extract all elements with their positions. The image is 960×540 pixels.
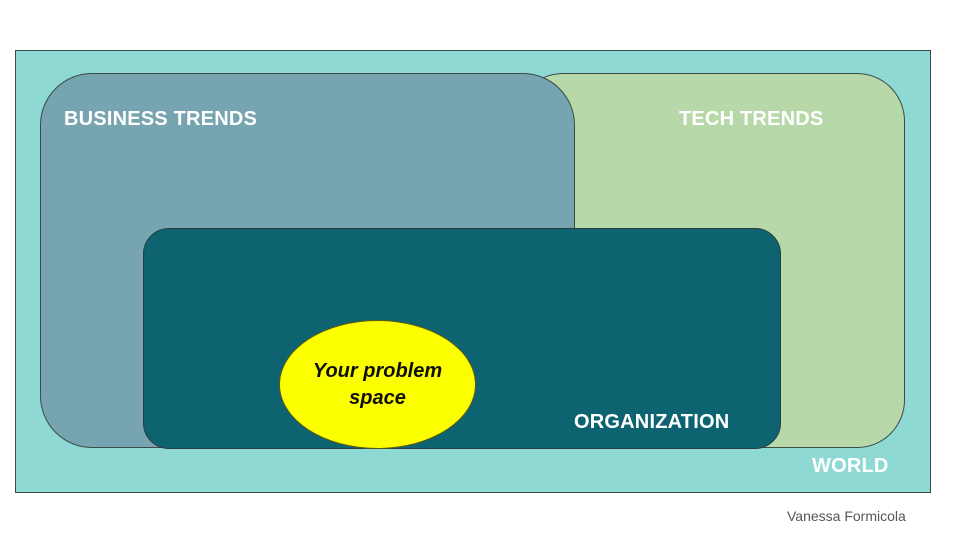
author-credit: Vanessa Formicola: [787, 508, 906, 524]
tech-trends-label: TECH TRENDS: [679, 108, 824, 130]
world-label: WORLD: [812, 455, 889, 477]
business-trends-label: BUSINESS TRENDS: [64, 108, 258, 130]
organization-label: ORGANIZATION: [574, 411, 730, 433]
problem-space-label: Your problem space: [312, 359, 443, 409]
problem-space-ellipse: Your problem space: [279, 320, 476, 449]
